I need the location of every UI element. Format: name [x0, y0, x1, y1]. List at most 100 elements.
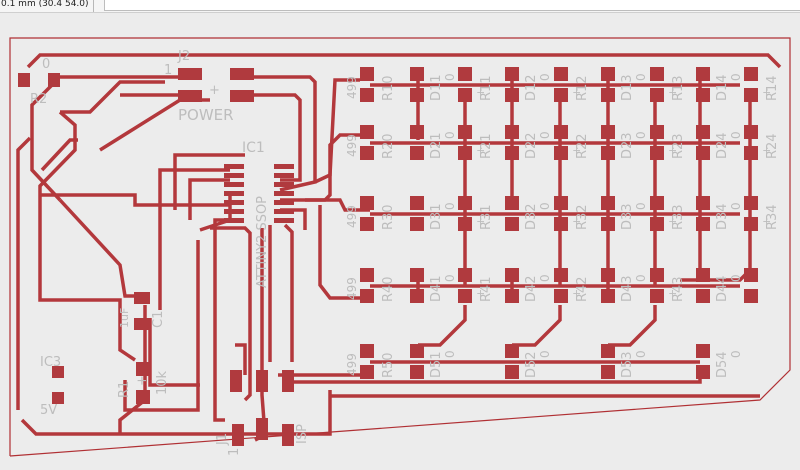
ic3-pad: [52, 392, 64, 404]
trace: [40, 193, 230, 207]
diode-value-label: 0: [443, 73, 457, 81]
diode-pad: [410, 344, 424, 358]
trace: [512, 305, 562, 347]
resistor-pad: [458, 289, 472, 303]
ic1-pin: [224, 218, 244, 223]
diode-pad: [696, 146, 710, 160]
isp-pad: [256, 370, 268, 392]
plus-label: +: [570, 289, 583, 298]
isp-label: ISP: [295, 424, 310, 444]
diode-value-label: 0: [634, 131, 648, 139]
diode-label: D51: [429, 351, 444, 378]
diode-pad: [696, 365, 710, 379]
resistor-pad: [554, 268, 568, 282]
resistor-pad: [744, 217, 758, 231]
resistor-pad: [458, 146, 472, 160]
plus-label: +: [474, 88, 487, 97]
resistor-label: R40: [381, 276, 396, 302]
ic1-part-label: ATTINY2 SSOP: [255, 196, 270, 288]
resistor-label: R50: [381, 352, 396, 378]
diode-value-label: 0: [538, 350, 552, 358]
ic3-label: IC3: [40, 355, 61, 370]
r1-plus-label: +: [135, 375, 150, 386]
ic1-pin: [224, 200, 244, 205]
c1-label: C1: [151, 311, 166, 328]
diode-value-label: 0: [729, 131, 743, 139]
r1-label: R1: [117, 381, 132, 398]
trace: [680, 95, 752, 282]
resistor-value-label: 499: [345, 76, 359, 99]
diode-pad: [696, 67, 710, 81]
diode-label: D22: [524, 132, 539, 159]
isp-pad: [282, 370, 294, 392]
diode-label: D52: [524, 351, 539, 378]
diode-pad: [505, 88, 519, 102]
resistor-pad: [744, 289, 758, 303]
ic1-pin: [224, 173, 244, 178]
isp-pad: [230, 370, 242, 392]
resistor-label: R14: [765, 75, 780, 101]
resistor-label: R10: [381, 75, 396, 101]
isp-pad: [256, 418, 268, 440]
diode-value-label: 0: [729, 202, 743, 210]
trace: [173, 153, 245, 210]
plus-label: +: [666, 146, 679, 155]
trace: [30, 83, 62, 202]
diode-value-label: 0: [634, 274, 648, 282]
resistor-pad: [360, 146, 374, 160]
resistor-pad: [554, 217, 568, 231]
diode-value-label: 0: [634, 202, 648, 210]
diode-pad: [410, 88, 424, 102]
plus-label: +: [666, 217, 679, 226]
resistor-pad: [650, 217, 664, 231]
c1-pad: [134, 318, 150, 330]
resistor-pad: [458, 217, 472, 231]
diode-label: D21: [429, 132, 444, 159]
diode-value-label: 0: [729, 73, 743, 81]
pad-layer: [18, 67, 758, 446]
resistor-pad: [744, 88, 758, 102]
plus-label: +: [474, 146, 487, 155]
trace: [26, 53, 782, 69]
resistor-value-label: 499: [345, 205, 359, 228]
diode-pad: [601, 268, 615, 282]
r2-pad: [18, 73, 30, 87]
trace: [60, 80, 165, 114]
diode-pad: [505, 217, 519, 231]
plus-label: +: [666, 289, 679, 298]
diode-pad: [696, 268, 710, 282]
diode-value-label: 0: [729, 350, 743, 358]
diode-label: D12: [524, 74, 539, 101]
ic3-voltage-label: 5V: [40, 403, 57, 418]
j2-plus-label: +: [209, 83, 220, 98]
diode-label: D32: [524, 203, 539, 230]
resistor-label: R11: [479, 75, 494, 101]
trace: [213, 218, 230, 422]
plus-label: +: [760, 88, 773, 97]
plus-label: +: [760, 217, 773, 226]
command-input[interactable]: [104, 0, 800, 11]
plus-label: +: [666, 88, 679, 97]
diode-value-label: 0: [634, 350, 648, 358]
pcb-board-canvas[interactable]: J2 1 + POWER 0 R2 IC1 ATTINY2 SSOP IC3 5…: [0, 12, 800, 470]
trace: [123, 240, 200, 412]
resistor-label: R23: [671, 133, 686, 159]
diode-value-label: 0: [443, 350, 457, 358]
j2-pad: [230, 90, 254, 102]
ic3-pad: [52, 366, 64, 378]
resistor-pad: [744, 125, 758, 139]
diode-pad: [696, 196, 710, 210]
trace: [188, 178, 230, 220]
silkscreen-layer: J2 1 + POWER 0 R2 IC1 ATTINY2 SSOP IC3 5…: [30, 49, 310, 456]
status-divider: [93, 0, 94, 12]
trace: [240, 93, 302, 182]
diode-pad: [696, 217, 710, 231]
r2-zero-label: 0: [42, 57, 50, 72]
ic1-pin: [274, 200, 294, 205]
r2-pad: [48, 73, 60, 87]
diode-pad: [601, 67, 615, 81]
resistor-pad: [650, 196, 664, 210]
resistor-pad: [554, 125, 568, 139]
resistor-pad: [458, 268, 472, 282]
trace: [314, 78, 360, 184]
